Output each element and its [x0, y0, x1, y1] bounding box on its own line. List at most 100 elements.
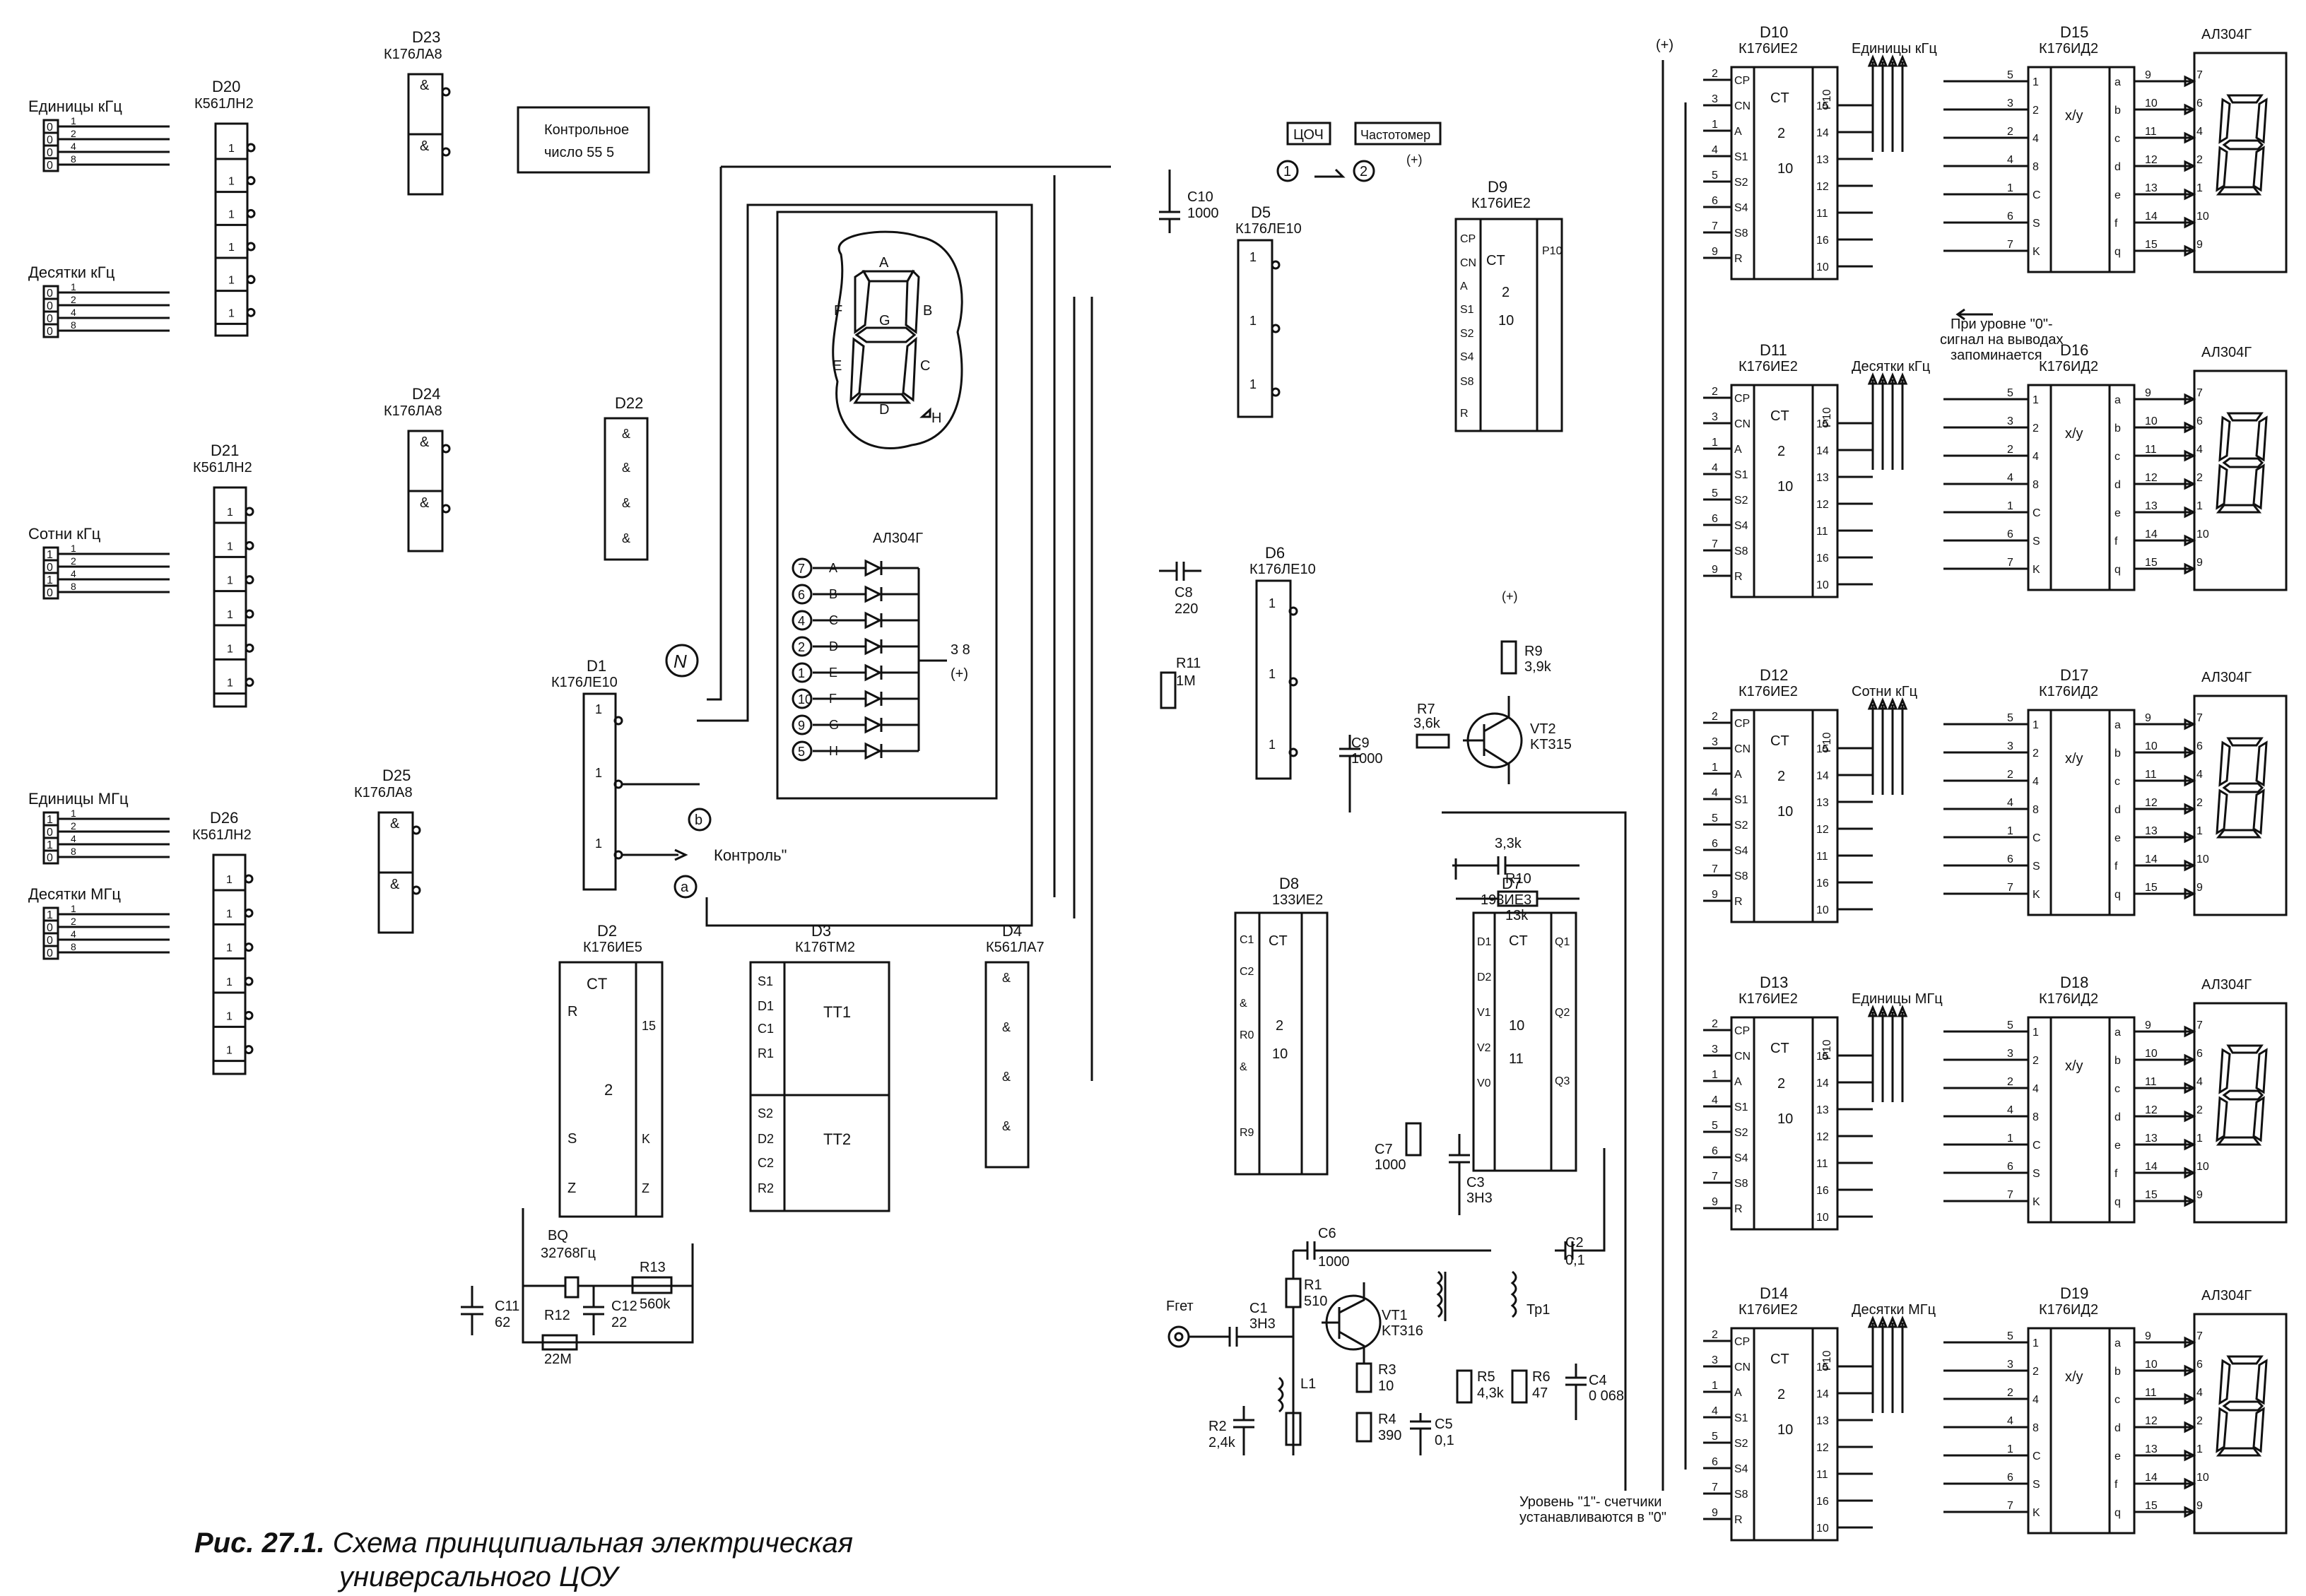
decoder-pin-name: 1 — [2033, 394, 2039, 406]
decoder-pin-name: S — [2033, 861, 2040, 873]
switch-bit-weight: 4 — [71, 568, 76, 579]
svg-text:22M: 22M — [544, 1352, 572, 1367]
counter-core-label: 10 — [1777, 1422, 1793, 1438]
decoder-chip — [2027, 709, 2136, 916]
decoder-out-name: a — [2114, 719, 2121, 731]
counter-pin-name: S8 — [1734, 227, 1748, 240]
counter-pin-name: S4 — [1734, 845, 1748, 857]
decoder-pin-name: 2 — [2033, 1366, 2039, 1378]
svg-text:R13: R13 — [640, 1260, 666, 1275]
svg-text:&: & — [622, 427, 630, 441]
switch-bit-weight: 1 — [71, 903, 76, 914]
svg-text:CT: CT — [1509, 933, 1528, 949]
svg-text:сигнал на выводах: сигнал на выводах — [1940, 332, 2063, 348]
decoder-pin-number: 7 — [2007, 1500, 2013, 1512]
decoder-pin-name: 8 — [2033, 1422, 2039, 1434]
counter-out-pin: 10 — [1816, 904, 1829, 916]
counter-out-pin: 14 — [1816, 770, 1829, 782]
svg-text:KT315: KT315 — [1530, 737, 1572, 752]
decoder-out-name: e — [2114, 507, 2121, 519]
decoder-out-name: c — [2114, 776, 2120, 788]
decoder-pin-name: 1 — [2033, 76, 2039, 88]
chip-D7: D7 193ИЕ3 CT 10 11 D1 D2 V1 V2 V0 Q1 Q2 … — [1472, 875, 1577, 1172]
counter-pin-name: S2 — [1734, 177, 1748, 189]
node-b: b — [688, 808, 712, 832]
switch-bit-value: 0 — [47, 827, 53, 839]
display-pin-number: 2 — [2196, 797, 2203, 809]
counter-pin-number: 7 — [1712, 1171, 1718, 1183]
tr1-label: Тр1 — [1526, 1302, 1550, 1318]
decoder-out-name: c — [2114, 1083, 2120, 1095]
decoder-out-name: q — [2114, 1507, 2121, 1519]
counter-pin-number: 7 — [1712, 1482, 1718, 1494]
display-pin-number: 7 — [2196, 1019, 2203, 1032]
svg-text:22: 22 — [611, 1315, 627, 1330]
counter-out-pin: 16 — [1816, 235, 1829, 247]
chip-part: К176ЛА8 — [354, 785, 413, 800]
counter-core-label: CT — [1770, 1352, 1789, 1367]
decoder-pin-number: 6 — [2007, 528, 2013, 540]
decoder-out-number: 9 — [2145, 1019, 2151, 1032]
decoder-pin-name: C — [2033, 507, 2041, 519]
decoder-out-number: 13 — [2145, 500, 2158, 512]
figure-caption: Рис. 27.1. Схема принципиальная электрич… — [194, 1526, 853, 1594]
gate-label: 1 — [228, 242, 235, 254]
svg-text:S1: S1 — [758, 974, 773, 988]
decoder-out-number: 12 — [2145, 1415, 2158, 1427]
switch-bit-weight: 2 — [71, 128, 76, 139]
decoder-pin-name: 2 — [2033, 1055, 2039, 1067]
decoder-pin-name: 2 — [2033, 105, 2039, 117]
counter-pin-number: 6 — [1712, 838, 1718, 850]
svg-text:CT: CT — [587, 975, 607, 993]
svg-text:D1: D1 — [758, 999, 774, 1013]
decoder-pin-name: K — [2033, 889, 2040, 901]
svg-text:D1: D1 — [587, 657, 606, 675]
svg-text:C5: C5 — [1435, 1417, 1453, 1432]
svg-text:&: & — [622, 461, 630, 475]
svg-text:3,3k: 3,3k — [1495, 836, 1522, 851]
switch-bit-value: 0 — [47, 947, 53, 959]
counter-out-pin: 13 — [1816, 472, 1829, 484]
node-n: N — [665, 644, 699, 678]
svg-text:1: 1 — [595, 702, 602, 716]
counter-core-label: CT — [1770, 1041, 1789, 1056]
svg-text:D3: D3 — [811, 922, 831, 940]
resistor-R11: R11 1M — [1160, 656, 1201, 709]
display-module — [2193, 52, 2288, 273]
svg-text:A: A — [1460, 280, 1468, 292]
switch-bit-value: 0 — [47, 935, 53, 947]
digit-row: D11К176ИЕ2CT210CP2CN3A1S14S25S46S87R9P10… — [1703, 341, 2288, 598]
svg-text:Q3: Q3 — [1555, 1075, 1570, 1087]
counter-out-pin: 11 — [1816, 1469, 1828, 1481]
svg-text:Q2: Q2 — [1555, 1007, 1570, 1019]
counter-core-label: CT — [1770, 90, 1789, 106]
decoder-pin-name: 8 — [2033, 804, 2039, 816]
decoder-out-number: 9 — [2145, 712, 2151, 724]
caption-label: Рис. 27.1. — [194, 1527, 325, 1559]
display-pin-number: 1 — [2196, 825, 2203, 837]
counter-out-pin: 13 — [1816, 154, 1829, 166]
counter-chip — [1730, 384, 1839, 598]
counter-out-pin: 12 — [1816, 181, 1829, 193]
switch-group-label: Единицы кГц — [28, 97, 122, 115]
counter-pin-number: 3 — [1712, 736, 1718, 748]
svg-text:2: 2 — [1502, 285, 1510, 300]
counter-core-label: 2 — [1777, 1076, 1785, 1092]
counter-pin-name: R — [1734, 1203, 1743, 1215]
display-pin-number: 4 — [2196, 444, 2203, 456]
svg-text:К176ЛЕ10: К176ЛЕ10 — [1249, 562, 1316, 577]
counter-pin-number: 9 — [1712, 1507, 1718, 1519]
counter-pin-name: A — [1734, 444, 1742, 456]
chip-D6: D6 К176ЛЕ10 1 1 1 — [1249, 544, 1316, 780]
gate-label: & — [390, 877, 400, 892]
switch-bit-weight: 2 — [71, 294, 76, 305]
decoder-pin-name: 4 — [2033, 451, 2039, 463]
display-pin-number: 9 — [2196, 239, 2203, 251]
svg-text:C8: C8 — [1175, 585, 1193, 601]
svg-text:&: & — [622, 531, 630, 545]
svg-text:1000: 1000 — [1351, 751, 1383, 767]
counter-pin-name: S2 — [1734, 495, 1748, 507]
